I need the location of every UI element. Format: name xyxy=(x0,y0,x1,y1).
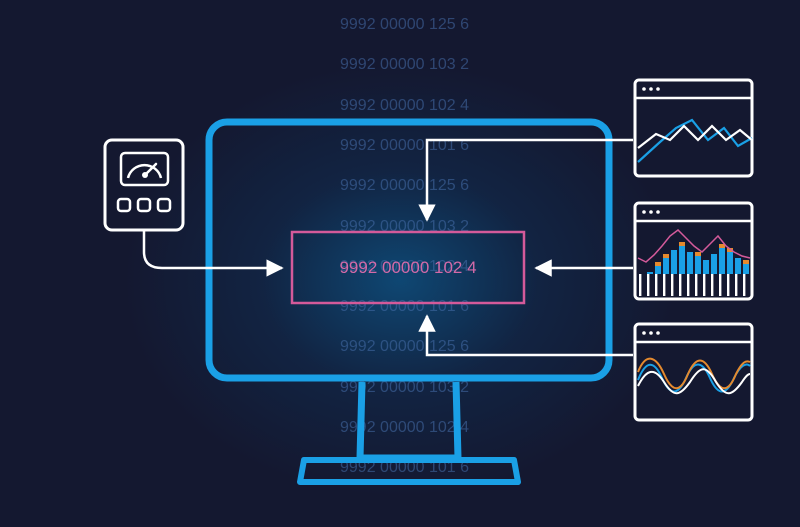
bar-base xyxy=(647,274,650,296)
bar-segment xyxy=(671,250,677,274)
bar-cap xyxy=(655,262,661,266)
bar-segment xyxy=(743,264,749,274)
data-stream-line: 9992 00000 103 2 xyxy=(340,378,470,396)
bar-segment xyxy=(735,258,741,274)
line-chart-to-screen-arrow xyxy=(418,138,633,222)
bar-segment xyxy=(647,272,653,274)
bar-base xyxy=(703,274,706,296)
bar-chart-bars xyxy=(639,242,749,296)
data-stream-line: 9992 00000 125 6 xyxy=(340,16,470,33)
line-chart-window-icon xyxy=(633,78,754,178)
bar-base xyxy=(679,274,682,296)
monitor-icon xyxy=(205,118,613,485)
bar-cap xyxy=(743,260,749,264)
bar-segment xyxy=(703,260,709,274)
current-value-text: 9992 00000 102 4 xyxy=(339,257,477,277)
bar-segment xyxy=(719,248,725,274)
data-stream-line: 9992 00000 103 2 xyxy=(340,56,470,74)
bar-cap xyxy=(679,242,685,246)
bar-base xyxy=(663,274,666,296)
data-stream-line: 9992 00000 103 2 xyxy=(340,217,470,235)
bar-segment xyxy=(663,258,669,274)
data-stream-line: 9992 00000 101 6 xyxy=(340,459,470,477)
bar-base xyxy=(743,274,746,296)
gauge-device-icon xyxy=(103,138,185,232)
bar-cap xyxy=(695,252,701,256)
bar-segment xyxy=(727,252,733,274)
bar-chart-window-icon xyxy=(633,201,754,301)
bar-cap xyxy=(727,248,733,252)
data-stream-line: 9992 00000 102 4 xyxy=(340,419,470,436)
bar-base xyxy=(695,274,698,296)
wave-chart-window-icon xyxy=(633,322,754,422)
gauge-to-screen-arrow xyxy=(142,230,284,277)
bar-segment xyxy=(711,254,717,274)
bar-base xyxy=(671,274,674,296)
bar-segment xyxy=(655,266,661,274)
data-stream-line: 9992 00000 125 6 xyxy=(340,177,470,195)
wave-chart-to-screen-arrow xyxy=(418,314,633,357)
bar-segment xyxy=(687,252,693,274)
bar-base xyxy=(735,274,738,296)
bar-base xyxy=(711,274,714,296)
bar-segment xyxy=(695,256,701,274)
bar-base xyxy=(655,274,658,296)
bar-base xyxy=(727,274,730,296)
bar-base xyxy=(719,274,722,296)
bar-cap xyxy=(719,244,725,248)
bar-base xyxy=(687,274,690,296)
bar-base xyxy=(639,274,642,296)
highlighted-value-box xyxy=(290,230,526,305)
data-stream-line: 9992 00000 102 4 xyxy=(340,257,470,275)
data-stream-line: 9992 00000 125 6 xyxy=(340,338,470,356)
data-stream-line: 9992 00000 102 4 xyxy=(340,96,470,114)
bar-cap xyxy=(663,254,669,258)
bar-segment xyxy=(679,246,685,274)
